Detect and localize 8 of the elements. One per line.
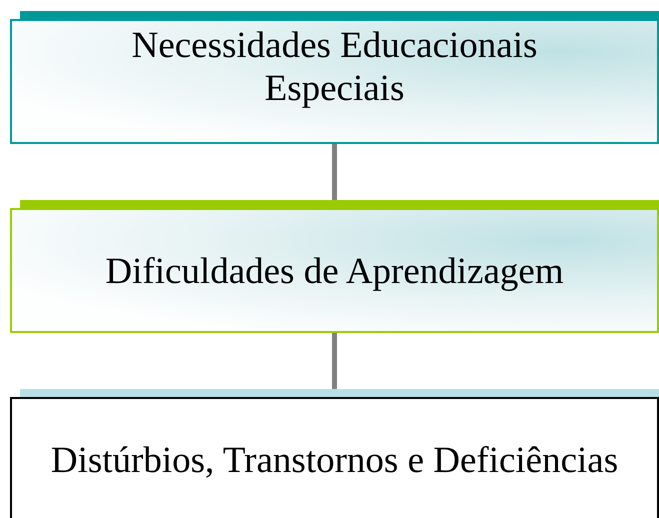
connector-line xyxy=(332,333,337,389)
box-label: Distúrbios, Transtornos e Deficiências xyxy=(50,440,618,483)
connector-line xyxy=(332,144,337,200)
box-label: Dificuldades de Aprendizagem xyxy=(105,251,564,294)
box-label: Necessidades Educacionais Especiais xyxy=(130,25,538,110)
hierarchy-box xyxy=(10,19,659,144)
hierarchy-box xyxy=(10,397,659,518)
hierarchy-box xyxy=(10,208,659,333)
